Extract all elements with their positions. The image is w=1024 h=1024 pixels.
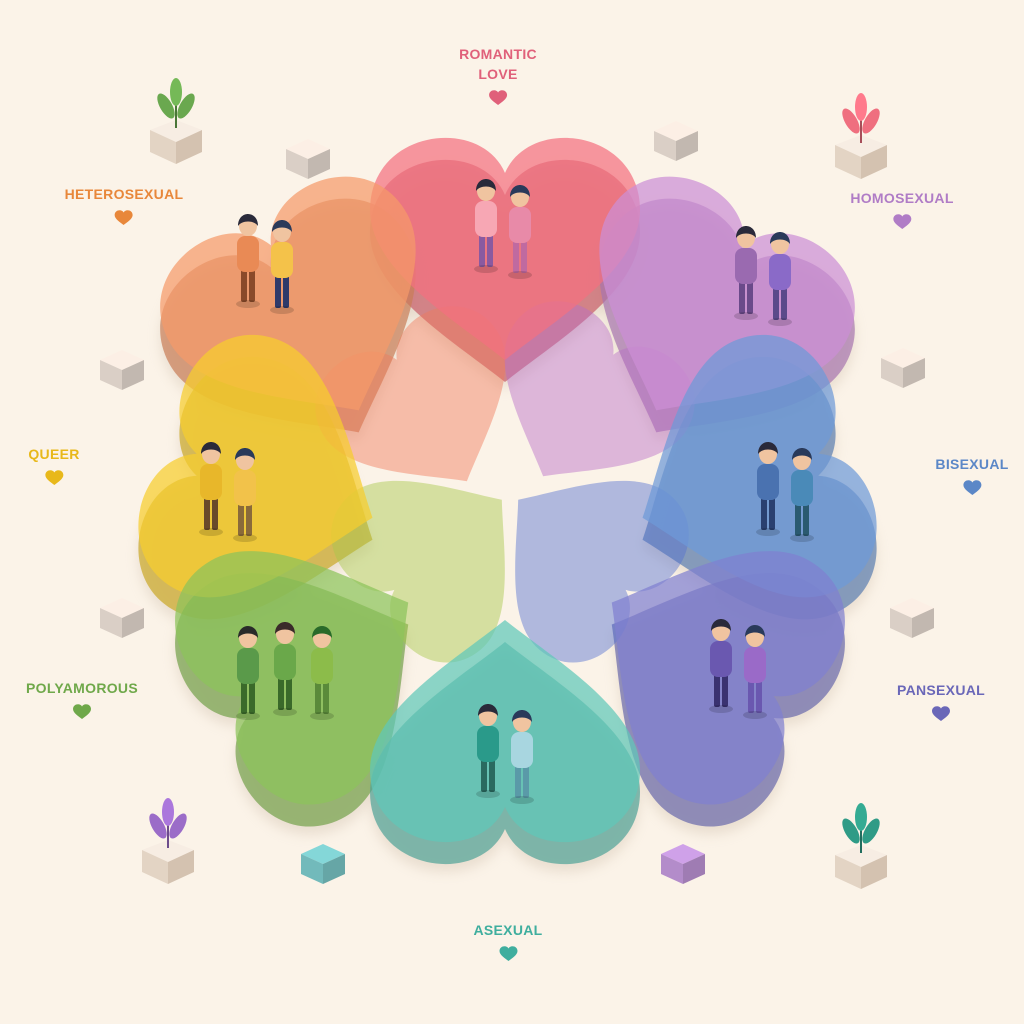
heart-asexual [370,620,640,843]
person-romantic-2 [508,185,532,279]
person-homosexual-1 [734,226,758,320]
cube-5 [890,598,934,638]
cube-6 [301,844,345,884]
label-pansexual: PANSEXUAL [897,680,985,722]
label-bisexual-text: BISEXUAL [935,456,1009,472]
person-polyamorous-2 [273,622,297,716]
plant-bottom-right-icon [835,803,887,889]
heart-overlap-2 [331,481,505,663]
cube-7 [661,844,705,884]
label-heterosexual-text: HETEROSEXUAL [64,186,184,202]
person-queer-1 [199,442,223,536]
label-bisexual: BISEXUAL [935,454,1008,496]
label-pansexual-text: PANSEXUAL [896,682,986,698]
label-polyamorous: POLYAMOROUS [26,678,138,720]
heart-overlap-0 [315,306,506,482]
cube-0 [286,139,330,179]
heart-overlap-1 [504,301,695,477]
person-asexual-1 [476,704,500,798]
person-bisexual-2 [790,448,814,542]
heart-icon [931,706,950,721]
person-polyamorous-3 [310,626,334,720]
heart-romantic [370,137,640,360]
heart-icon [44,470,63,485]
label-romantic: ROMANTIC LOVE [459,44,537,106]
heart-icon [893,214,911,229]
person-pansexual-2 [743,625,767,719]
label-romantic-text-2: LOVE [478,66,518,82]
label-queer: QUEER [28,444,79,486]
person-bisexual-1 [756,442,780,536]
cube-4 [100,598,144,638]
decorations [100,78,934,889]
person-heterosexual-2 [270,220,294,314]
plant-top-left-icon [150,78,202,164]
label-heterosexual: HETEROSEXUAL [65,184,184,226]
people-group [199,179,814,804]
heart-pansexual [611,551,845,805]
cube-2 [100,350,144,390]
heart-queer [138,334,373,598]
heart-overlap-3 [515,481,689,663]
person-polyamorous-1 [236,626,260,720]
plant-top-right-icon [835,93,887,179]
label-homosexual: HOMOSEXUAL [850,188,953,230]
plant-bottom-left-icon [142,798,194,884]
label-queer-text: QUEER [28,446,80,462]
heart-icon [499,946,517,961]
label-asexual: ASEXUAL [474,920,543,962]
heart-icon [489,90,507,105]
person-homosexual-2 [768,232,792,326]
cube-3 [881,348,925,388]
label-polyamorous-text: POLYAMOROUS [26,680,138,696]
heart-group [138,137,877,865]
person-heterosexual-1 [236,214,260,308]
cube-1 [654,121,698,161]
heart-icon [114,210,133,225]
label-asexual-text: ASEXUAL [473,922,543,938]
heart-icon [963,480,981,495]
person-romantic-1 [474,179,498,273]
label-homosexual-text: HOMOSEXUAL [850,190,954,206]
label-romantic-text: ROMANTIC [459,46,537,62]
heart-icon [73,704,91,719]
person-queer-2 [233,448,257,542]
person-pansexual-1 [709,619,733,713]
person-asexual-2 [510,710,534,804]
heart-bisexual [642,334,877,598]
